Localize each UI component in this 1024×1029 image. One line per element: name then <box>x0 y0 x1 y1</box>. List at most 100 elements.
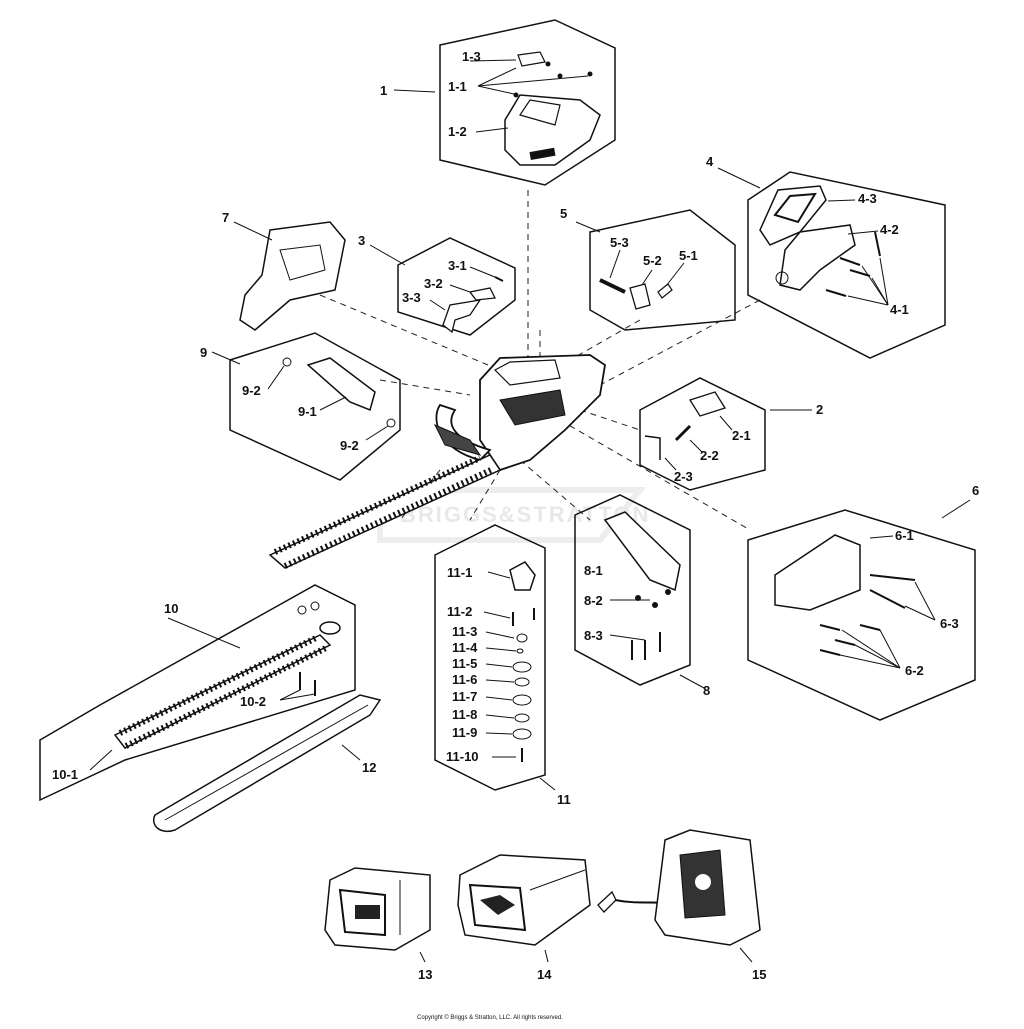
label-11-1: 11-1 <box>447 565 472 580</box>
label-10-2: 10-2 <box>240 694 266 709</box>
label-2-1: 2-1 <box>732 428 751 443</box>
group-4-frame <box>747 171 946 359</box>
screw-part <box>557 73 563 79</box>
label-5-3: 5-3 <box>610 235 629 250</box>
label-5-1: 5-1 <box>679 248 698 263</box>
label-6-3: 6-3 <box>940 616 959 631</box>
group-8-front-handle: 8-1 8-2 8-3 8 <box>574 494 710 698</box>
label-11: 11 <box>557 792 571 807</box>
label-6-2: 6-2 <box>905 663 924 678</box>
group-10-blade-assembly: 10 10-2 10-1 <box>39 584 356 802</box>
group-5-switch: 5 5-3 5-2 5-1 <box>560 206 736 331</box>
label-plate-part <box>517 51 546 67</box>
label-13: 13 <box>418 967 432 982</box>
part-15-charger: 15 <box>597 829 766 982</box>
label-1-3: 1-3 <box>462 49 481 64</box>
group-3-frame <box>397 237 516 336</box>
label-11-10: 11-10 <box>446 749 479 764</box>
group-10-frame <box>39 584 356 802</box>
label-1-2: 1-2 <box>448 124 467 139</box>
label-12: 12 <box>362 760 376 775</box>
group-8-frame <box>574 494 691 686</box>
group-11-frame <box>434 524 546 791</box>
lower-housing-part <box>774 534 861 611</box>
label-4: 4 <box>706 154 714 169</box>
label-14: 14 <box>537 967 552 982</box>
copyright-text: Copyright © Briggs & Stratton, LLC. All … <box>417 1014 563 1021</box>
terminal-part <box>689 391 726 417</box>
label-9-2-top: 9-2 <box>242 383 261 398</box>
group-3-trigger: 3 3-1 3-2 3-3 <box>358 233 516 336</box>
group-2-terminal: 2 2-1 2-2 2-3 <box>639 377 823 491</box>
label-4-1: 4-1 <box>890 302 909 317</box>
label-1: 1 <box>380 83 387 98</box>
hedge-trimmer-assembly <box>268 354 606 569</box>
label-3: 3 <box>358 233 365 248</box>
group-6-lower-housing: 6 6-1 6-3 6-2 <box>747 483 979 721</box>
spring-part <box>657 283 673 299</box>
group-6-frame <box>747 509 976 721</box>
part-13-battery: 13 <box>324 867 432 982</box>
front-handle-part <box>603 511 681 592</box>
label-7: 7 <box>222 210 229 225</box>
group-2-frame <box>639 377 766 491</box>
label-2-2: 2-2 <box>700 448 719 463</box>
screw-part <box>545 61 551 67</box>
label-6-1: 6-1 <box>895 528 914 543</box>
handle-cover-part <box>759 185 827 246</box>
lock-button-part <box>468 287 497 301</box>
label-9-2-bottom: 9-2 <box>340 438 359 453</box>
scabbard-part <box>153 694 382 832</box>
gear-housing-part <box>509 561 536 591</box>
label-11-3: 11-3 <box>452 624 477 639</box>
label-3-1: 3-1 <box>448 258 467 273</box>
group-9-frame <box>229 332 401 481</box>
connector-lines <box>319 190 761 531</box>
label-11-8: 11-8 <box>452 707 477 722</box>
label-11-7: 11-7 <box>452 689 477 704</box>
part-14-battery: 14 <box>457 854 591 982</box>
screw-part <box>513 92 519 98</box>
label-1-1: 1-1 <box>448 79 467 94</box>
label-11-5: 11-5 <box>452 656 477 671</box>
handle-housing-part <box>779 224 856 291</box>
part-12-scabbard: 12 <box>153 694 382 832</box>
group-7-housing: 7 <box>222 210 346 331</box>
label-11-9: 11-9 <box>452 725 477 740</box>
housing-half-part <box>239 221 346 331</box>
label-3-3: 3-3 <box>402 290 421 305</box>
label-9-1: 9-1 <box>298 404 317 419</box>
label-15: 15 <box>752 967 766 982</box>
front-handle <box>435 403 492 461</box>
label-3-2: 3-2 <box>424 276 443 291</box>
label-4-2: 4-2 <box>880 222 899 237</box>
group-1-frame <box>439 19 616 186</box>
upper-housing-part <box>504 94 601 166</box>
label-8-3: 8-3 <box>584 628 603 643</box>
label-11-2: 11-2 <box>447 604 472 619</box>
group-4-handle-housing: 4 4-3 4-2 4-1 <box>706 154 946 359</box>
label-11-6: 11-6 <box>452 672 477 687</box>
battery-large-part <box>457 854 591 946</box>
plug-part <box>597 890 617 913</box>
screw-part <box>587 71 593 77</box>
label-11-4: 11-4 <box>452 640 478 655</box>
hand-guard-part <box>306 357 376 412</box>
trigger-part <box>442 299 482 334</box>
label-9: 9 <box>200 345 207 360</box>
group-1-upper-housing: 1 1-1 1-2 1-3 <box>380 19 616 186</box>
label-4-3: 4-3 <box>858 191 877 206</box>
group-11-gear-assembly: 11-1 11-2 11-3 11-4 11-5 11-6 11-7 11-8 … <box>434 524 571 807</box>
label-10-1: 10-1 <box>52 767 78 782</box>
label-6: 6 <box>972 483 979 498</box>
label-10: 10 <box>164 601 178 616</box>
switch-part <box>629 283 651 310</box>
group-5-frame <box>589 209 736 331</box>
label-2-3: 2-3 <box>674 469 693 484</box>
group-9-hand-guard: 9 9-2 9-1 9-2 <box>200 332 401 481</box>
label-8-1: 8-1 <box>584 563 603 578</box>
label-2: 2 <box>816 402 823 417</box>
label-8-2: 8-2 <box>584 593 603 608</box>
